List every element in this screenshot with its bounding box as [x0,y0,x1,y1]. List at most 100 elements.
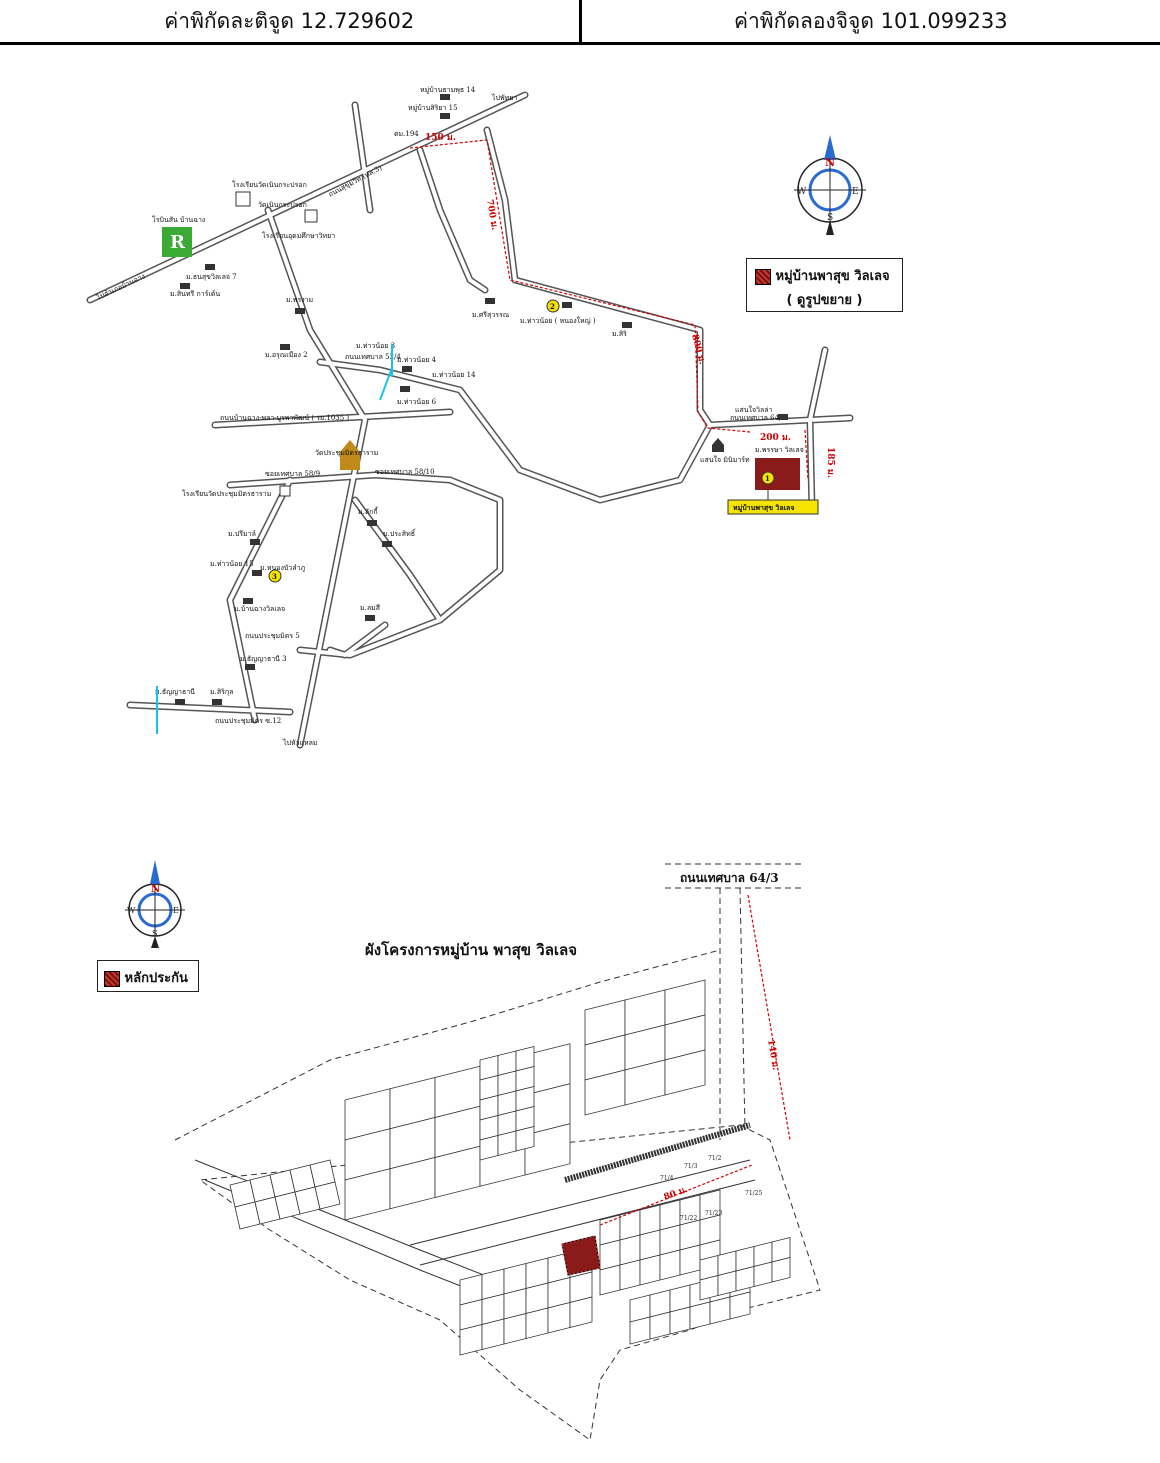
land-plot [729,1291,751,1320]
building-icon [440,113,450,119]
land-plot [753,1261,773,1288]
latitude-label: ค่าพิกัดละติจูด 12.729602 [0,0,582,42]
place-m-banchangvillage: ม.บ้านฉางวิลเลจ [234,605,285,613]
building-icon [250,539,260,545]
map1-legend: หมู่บ้านพาสุข วิลเลจ ( ดูรูปขยาย ) [746,258,903,312]
building-icon [280,344,290,350]
marker-2 [546,299,560,313]
road-label-tessaban-64-3: ถนนเทศบาล 64/3 [730,414,786,422]
location-map: 150 ม. 700 ม. 800 ม. 200 ม. 185 ม. ถนนสุ… [86,86,866,749]
land-plot [459,1323,483,1356]
place-m-lomsri: ม.ลมสี [360,604,381,612]
internal-road [409,1159,751,1246]
land-plot [599,1264,621,1296]
access-road-boundary [739,887,746,1131]
place-m-sukvillage: ม.ธนสุขวิลเลจ 7 [186,273,237,281]
map2-legend: หลักประกัน [97,960,199,992]
building-icon [485,298,495,304]
place-m-tawanoi-4: ม.ท่าวน้อย 4 [397,356,437,364]
distance-line-80 [599,1164,753,1226]
legend2-swatch [104,970,120,987]
target-plot [755,458,800,490]
road-network-inner [88,93,852,747]
place-m-arunmueang: ม.อรุณเมือง 2 [265,351,308,359]
land-plot [679,1244,701,1276]
land-plot [479,1134,499,1161]
compass-rose-icon: N E S W [125,860,185,948]
building-icon [205,264,215,270]
distance-140: 140 ม. [765,1039,780,1071]
place-m-tawanoi-14: ม.ท่าวน้อย 14 [432,371,476,379]
place-temple-2: วัดประชุมมิตรธาราม [315,449,378,457]
school-icon [235,191,251,207]
legend-title: หมู่บ้านพาสุข วิลเลจ [775,269,890,284]
distance-line-140 [747,894,791,1141]
road-label-to-banchang: ไปอำเภอบ้านฉาง [94,271,146,302]
school-icon [304,209,318,223]
land-plot [735,1265,755,1292]
land-plot [689,1301,711,1330]
building-icon [243,598,253,604]
place-m-nonglamchan: ม.หนองบัวลำภู [260,564,305,572]
building-icon [400,386,410,392]
place-school-3: โรงเรียนวัดประชุมมิตรธาราม [182,489,271,498]
building-icon [440,94,450,100]
project-boundary [174,949,821,1441]
marker-1 [761,471,775,485]
building-icon [252,570,262,576]
marker-3-label: 3 [272,572,277,581]
building-icon [295,308,305,314]
legend2-title: หลักประกัน [124,971,188,986]
marker-2-label: 2 [550,302,555,311]
compass2-e: E [173,906,179,915]
unit-label: 71/3 [684,1163,698,1170]
robinson-logo-glyph: R [170,232,186,253]
building-icon [622,322,632,328]
place-temple-1: วัดเนินกระปรอก [258,201,307,209]
shop-icon [712,438,724,452]
temple-icon [340,440,360,470]
place-m-prima: ม.ปรีมาล์ [228,530,256,538]
longitude-label: ค่าพิกัดลองจิจูด 101.099233 [733,8,1008,33]
distance-200: 200 ม. [760,433,791,443]
legend-subtitle: ( ดูรูปขยาย ) [786,293,863,308]
place-m-tawanoi-6: ม.ท่าวน้อย 6 [397,398,437,406]
coordinate-header: ค่าพิกัดละติจูด 12.729602 ค่าพิกัดลองจิจ… [0,0,1160,45]
place-m-luckley: ม.ลักกี้ [358,505,379,516]
place-m-tawanoi-15: ม.ท่าวน้อย 15 [210,560,254,568]
compass-rose-icon: N E S W [794,135,866,235]
school-icon [279,485,291,497]
building-icon [562,302,572,308]
land-plot [515,1125,535,1152]
land-plot [771,1256,791,1283]
road-label-tessaban-58-10: ซอยเทศบาล 58/10 [375,468,435,476]
marker-1-label: 1 [765,474,770,483]
compass-e: E [852,187,859,197]
land-plot [547,1301,571,1334]
bridge-marker [379,367,393,401]
road-label-tessaban-52-4: ถนนเทศบาล 52/4 [345,353,401,361]
target-label-box [727,499,819,515]
land-plot [314,1181,341,1210]
road-label-prachumit-5: ถนนประชุมมิตร 5 [245,632,300,640]
place-m-pannaree: ม.พรรษา วิลเลจ [755,446,804,454]
land-plot [709,1296,731,1325]
target-label: หมู่บ้านพาสุข วิลเลจ [733,503,794,513]
land-plot [497,1130,517,1157]
land-plot [481,1318,505,1351]
land-plot [503,1312,527,1345]
unit-label: 71/2 [708,1155,722,1162]
road-label-prachumit-12: ถนนประชุมมิตร ซ.12 [215,717,281,725]
compass2-n: N [151,884,160,895]
marker-3 [268,569,282,583]
compass-w: W [797,187,807,197]
building-icon [245,664,255,670]
place-amarin-villa: แสนใจวิลล่า [735,405,773,414]
building-icon [212,699,222,705]
project-layout-map: N E S W ถนนเทศบาล 64/3 140 ม. ผังโครงการ… [125,860,821,1441]
compass-n: N [825,156,835,169]
land-plot [569,1296,593,1329]
land-plot [524,1123,571,1176]
place-m-prasit: ม.ประสิทธิ์ [383,528,416,538]
land-plot [699,1274,719,1301]
